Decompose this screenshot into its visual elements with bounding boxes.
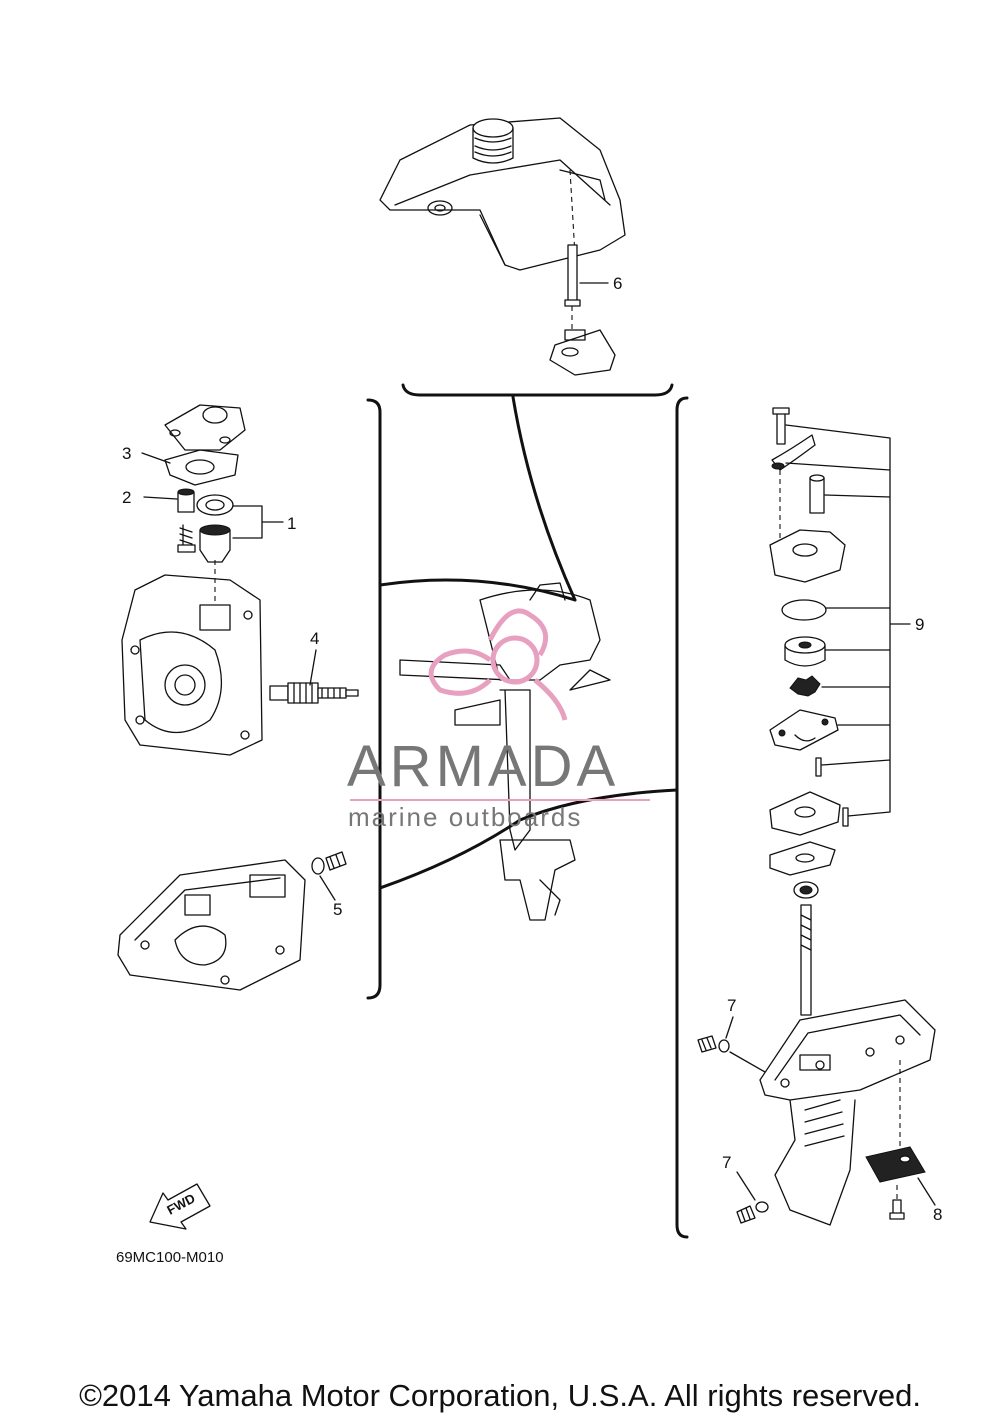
spark-plug-4-drawing bbox=[269, 682, 359, 704]
callout-leader-9 bbox=[785, 424, 911, 817]
water-pump-parts-drawing bbox=[769, 407, 849, 1016]
callout-8: 8 bbox=[933, 1205, 942, 1224]
callout-7a: 7 bbox=[727, 996, 736, 1015]
top-bracket bbox=[401, 383, 674, 397]
lower-unit-drawing bbox=[759, 999, 936, 1226]
callout-leader-3 bbox=[141, 452, 171, 464]
callout-6: 6 bbox=[613, 274, 622, 293]
callout-leader-5 bbox=[319, 875, 336, 901]
callout-2: 2 bbox=[122, 488, 131, 507]
fwd-arrow-icon: FWD bbox=[149, 1183, 211, 1230]
callout-leader-7a bbox=[725, 1016, 766, 1073]
right-bracket bbox=[675, 396, 689, 1239]
thermostat-1-drawing bbox=[196, 494, 234, 563]
collar-2-drawing bbox=[177, 488, 196, 553]
watermark-tagline: marine outboards bbox=[348, 802, 582, 832]
left-bracket bbox=[366, 398, 382, 1000]
diagram-code: 69MC100-M010 bbox=[116, 1249, 224, 1266]
drain-screw-7a-drawing bbox=[697, 1035, 730, 1053]
top-cowling-drawing bbox=[379, 117, 626, 271]
plug-5-drawing bbox=[311, 851, 347, 875]
callout-leader-7b bbox=[736, 1171, 756, 1201]
callout-4: 4 bbox=[310, 629, 319, 648]
callout-7b: 7 bbox=[722, 1153, 731, 1172]
callout-1: 1 bbox=[287, 514, 296, 533]
callout-9: 9 bbox=[915, 615, 924, 634]
anode-8-drawing bbox=[865, 1060, 926, 1220]
armada-logo-mark bbox=[428, 608, 568, 721]
drain-screw-7b-drawing bbox=[736, 1201, 769, 1224]
bolt-6-drawing bbox=[549, 244, 616, 376]
thermostat-cover-drawing bbox=[164, 404, 246, 451]
callout-leader-2 bbox=[143, 496, 178, 500]
crankcase-drawing bbox=[117, 859, 306, 991]
callout-3: 3 bbox=[122, 444, 131, 463]
callout-5: 5 bbox=[333, 900, 342, 919]
callout-leader-4 bbox=[309, 649, 317, 686]
callout-leader-1 bbox=[232, 505, 284, 539]
copyright-notice: ©2014 Yamaha Motor Corporation, U.S.A. A… bbox=[79, 1378, 921, 1413]
outboard-motor-overview bbox=[378, 395, 679, 921]
watermark-brand: ARMADA bbox=[347, 734, 619, 799]
cylinder-head-drawing bbox=[121, 560, 263, 756]
gasket-3-drawing bbox=[164, 449, 239, 486]
callout-leader-8 bbox=[917, 1177, 936, 1206]
